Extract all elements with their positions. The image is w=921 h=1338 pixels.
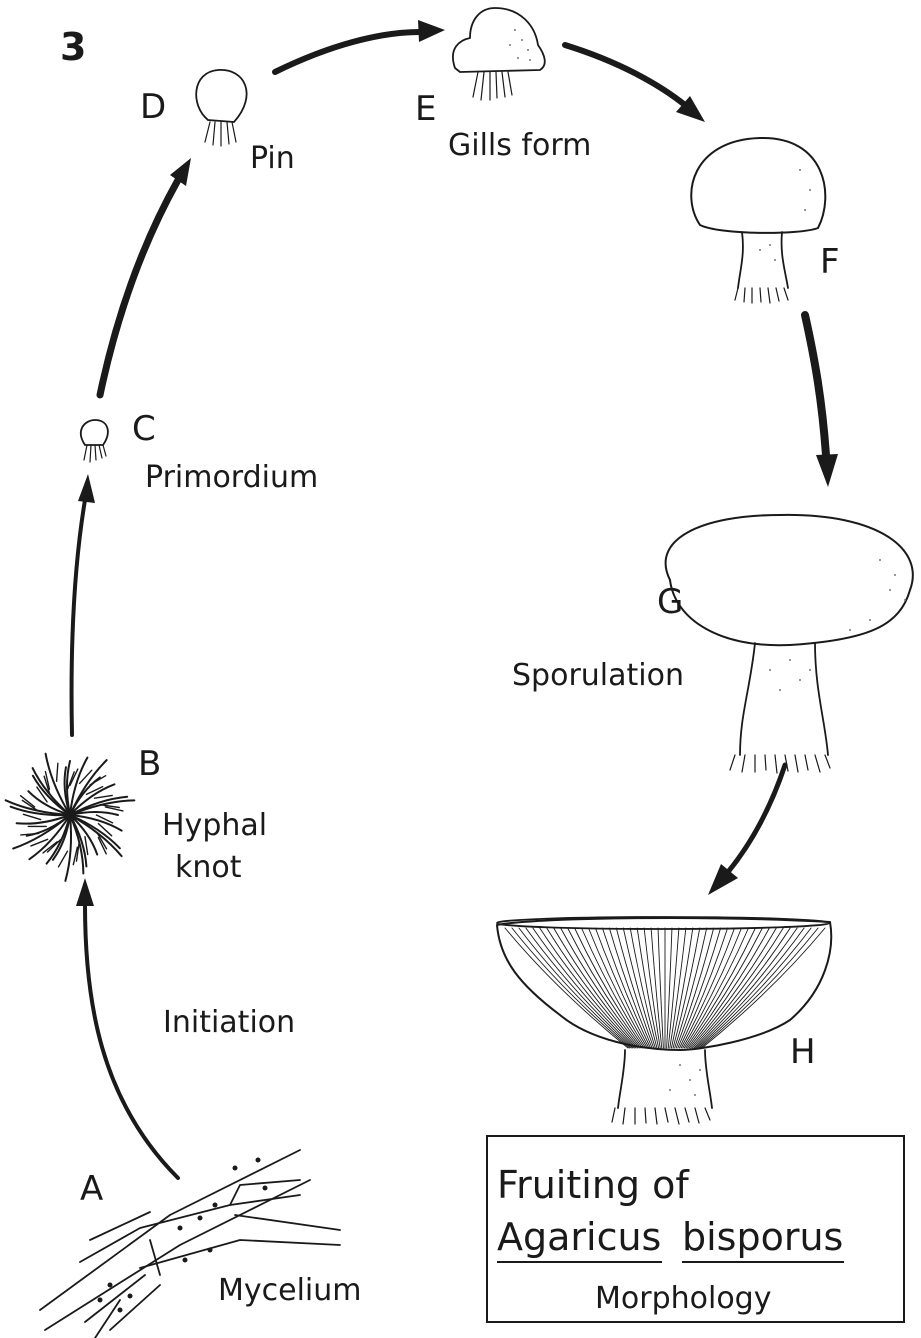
pin-illustration [196, 70, 246, 146]
stage-h-letter: H [790, 1032, 816, 1072]
stage-b-caption-line1: Hyphal [162, 808, 267, 843]
stage-b-caption-line2: knot [175, 850, 242, 885]
primordium-illustration [81, 420, 108, 462]
stage-d-letter: D [140, 87, 166, 127]
arrow-d-to-e [275, 20, 445, 72]
arrow-c-to-d [100, 158, 191, 395]
arrow-e-to-f [565, 45, 705, 122]
legend-box: Fruiting of Agaricus bisporus Morphology [487, 1136, 904, 1322]
arrow-f-to-g [805, 315, 838, 487]
stage-a-caption: Mycelium [218, 1273, 362, 1308]
legend-species: bisporus [682, 1215, 843, 1259]
sporulation-illustration [666, 515, 913, 773]
stage-c-letter: C [132, 409, 156, 449]
legend-genus: Agaricus [497, 1215, 661, 1259]
initiation-label: Initiation [163, 1005, 295, 1040]
legend-title-line1: Fruiting of [497, 1163, 690, 1207]
hyphal-knot-illustration [6, 754, 135, 881]
stage-g-caption: Sporulation [512, 658, 684, 693]
arrow-b-to-c [72, 474, 95, 735]
stage-f-letter: F [820, 242, 840, 282]
stage-b-letter: B [138, 744, 161, 784]
mature-button-illustration [691, 138, 825, 303]
stage-g-letter: G [657, 582, 683, 622]
legend-subtitle: Morphology [595, 1281, 771, 1316]
stage-e-caption: Gills form [448, 128, 591, 163]
gills-form-illustration [453, 8, 545, 100]
arrow-g-to-h [708, 765, 785, 895]
stage-c-caption: Primordium [145, 460, 318, 495]
figure-number: 3 [60, 25, 86, 69]
stage-d-caption: Pin [250, 141, 295, 176]
open-cap-illustration [497, 917, 831, 1124]
stage-e-letter: E [415, 89, 436, 129]
stage-a-letter: A [80, 1169, 103, 1209]
